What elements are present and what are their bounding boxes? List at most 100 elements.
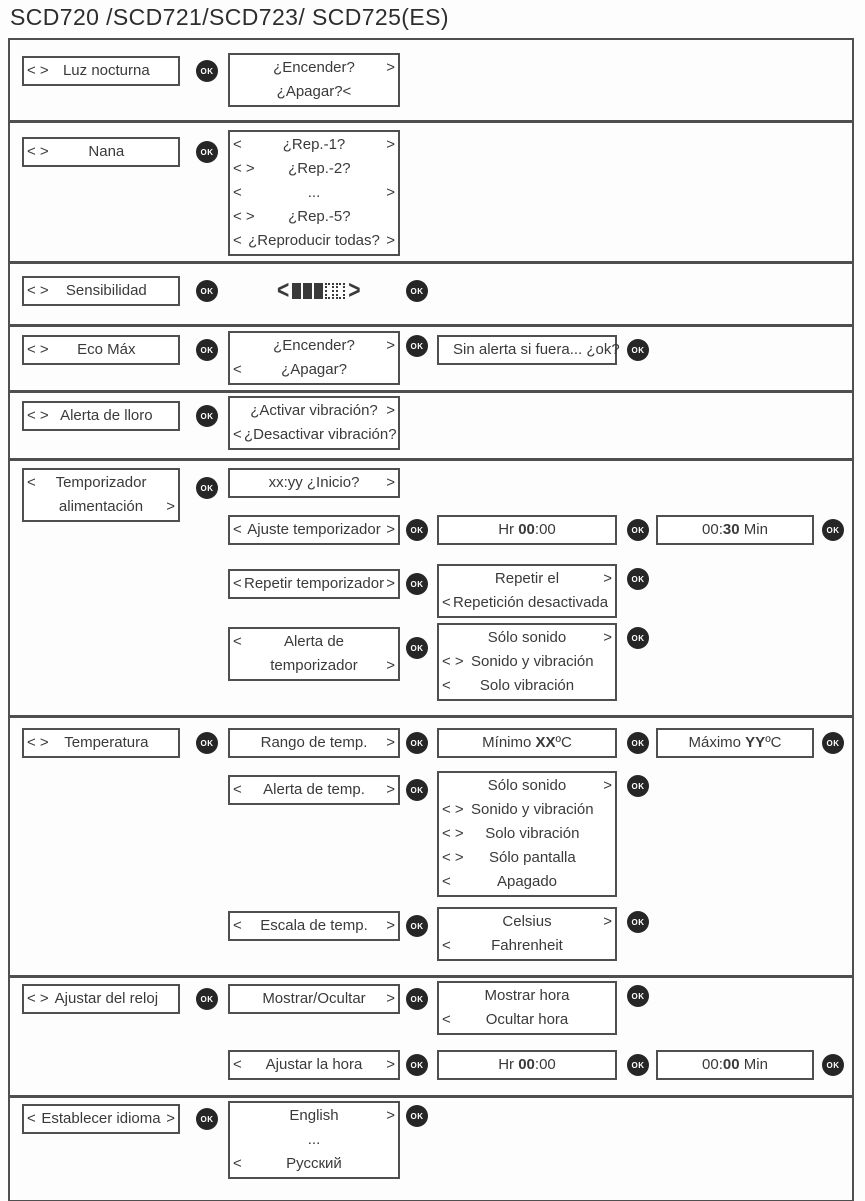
page-title: SCD720 /SCD721/SCD723/ SCD725(ES) (10, 4, 449, 30)
ok-button: OK (627, 519, 649, 541)
screen-line: < >Alerta de lloro (27, 407, 153, 424)
screen-line: < >Solo vibración (442, 825, 580, 842)
ok-button: OK (822, 519, 844, 541)
screen-line: <Ajustar la hora> (233, 1056, 395, 1073)
screen-line: < >¿Rep.-2? (233, 160, 351, 177)
screen-line: ¿Apagar?< (276, 83, 352, 100)
screen-line: <Ajuste temporizador> (233, 521, 395, 538)
row-ajustar-reloj: < >Ajustar del reloj OK Mostrar/Ocultar>… (8, 976, 854, 1097)
ok-button: OK (627, 775, 649, 797)
menu-box-nana: < >Nana (22, 137, 180, 167)
level-block-filled (292, 283, 302, 299)
row-temporizador-alimentacion: <Temporizador alimentación> OK xx:yy ¿Ini… (8, 459, 854, 717)
screen-line: <Repetición desactivada (442, 594, 609, 611)
ok-button: OK (196, 339, 218, 361)
screen-line: <¿Desactivar vibración? (233, 426, 397, 443)
screen-eco-confirm: Sin alerta si fuera... ¿ok? (437, 335, 620, 365)
screen-line: Mostrar hora (484, 987, 570, 1004)
screen-line: <Temporizador (27, 474, 147, 491)
screen-line: <Ocultar hora (442, 1011, 569, 1028)
screen-line: <Apagado (442, 873, 558, 890)
level-block-empty (325, 283, 335, 299)
screen-line: < >Ajustar del reloj (27, 990, 159, 1007)
screen-line: < >¿Rep.-5? (233, 208, 351, 225)
ok-button: OK (406, 779, 428, 801)
ok-button: OK (406, 335, 428, 357)
screen-reloj-hours: Hr 00:00 (437, 1050, 617, 1080)
screen-temp-maximo: Máximo YYºC (656, 728, 814, 758)
screen-line: Rango de temp.> (260, 734, 395, 751)
ok-button: OK (196, 60, 218, 82)
ok-button: OK (406, 1105, 428, 1127)
screen-line: Sólo sonido> (487, 777, 612, 794)
ok-button: OK (406, 732, 428, 754)
screen-line: <Establecer idioma> (27, 1110, 175, 1127)
ok-button: OK (627, 1054, 649, 1076)
ok-button: OK (406, 637, 428, 659)
right-arrow-icon: > (348, 276, 361, 305)
ok-button: OK (627, 568, 649, 590)
screen-lloro-options: ¿Activar vibración?> <¿Desactivar vibraci… (228, 396, 400, 450)
screen-timer-hours: Hr 00:00 (437, 515, 617, 545)
row-sensibilidad: < >Sensibilidad OK < > OK (8, 262, 854, 326)
screen-line: <Русский (233, 1155, 342, 1172)
row-eco-max: < >Eco Máx OK ¿Encender?><¿Apagar? OK Si… (8, 325, 854, 392)
screen-line: <Alerta de (233, 633, 345, 650)
screen-line: English> (289, 1107, 395, 1124)
screen-line: Mínimo XXºC (482, 734, 572, 751)
screen-line: <...> (233, 184, 395, 201)
menu-box-luz-nocturna: < >Luz nocturna (22, 56, 180, 86)
level-blocks (292, 283, 346, 299)
screen-line: <¿Reproducir todas?> (233, 232, 395, 249)
row-alerta-lloro: < >Alerta de lloro OK ¿Activar vibración… (8, 391, 854, 460)
screen-line: Sin alerta si fuera... ¿ok? (453, 341, 620, 358)
menu-box-establecer-idioma: <Establecer idioma> (22, 1104, 180, 1134)
row-nana: < >Nana OK <¿Rep.-1?> < >¿Rep.-2? <...> < >… (8, 121, 854, 263)
screen-line: ¿Encender?> (273, 337, 395, 354)
ok-button: OK (406, 573, 428, 595)
screen-line: 00:00 Min (702, 1056, 768, 1073)
row-temperatura: < >Temperatura OK Rango de temp.> OK Mín… (8, 716, 854, 977)
menu-box-repetir-temporizador: <Repetir temporizador> (228, 569, 400, 599)
screen-line: < >Sonido y vibración (442, 801, 594, 818)
menu-box-ajustar-hora: <Ajustar la hora> (228, 1050, 400, 1080)
ok-button: OK (406, 915, 428, 937)
menu-box-sensibilidad: < >Sensibilidad (22, 276, 180, 306)
menu-box-eco-max: < >Eco Máx (22, 335, 180, 365)
ok-button: OK (196, 477, 218, 499)
ok-button: OK (196, 988, 218, 1010)
ok-button: OK (627, 732, 649, 754)
screen-line: Hr 00:00 (498, 521, 556, 538)
screen-line: < >Nana (27, 143, 125, 160)
ok-button: OK (406, 1054, 428, 1076)
left-arrow-icon: < (277, 276, 290, 305)
screen-line: < >Sonido y vibración (442, 653, 594, 670)
screen-timer-minutes: 00:30 Min (656, 515, 814, 545)
screen-alerta-temp-options: Sólo sonido> < >Sonido y vibración < >Solo… (437, 771, 617, 897)
screen-line: alimentación> (58, 498, 175, 515)
screen-line: <Repetir temporizador> (233, 575, 396, 592)
screen-line: < >Temperatura (27, 734, 149, 751)
ok-button: OK (196, 405, 218, 427)
row-establecer-idioma: <Establecer idioma> OK English>...<Русск… (8, 1096, 854, 1201)
screen-line: Hr 00:00 (498, 1056, 556, 1073)
menu-box-alerta-lloro: < >Alerta de lloro (22, 401, 180, 431)
screen-line: temporizador> (270, 657, 395, 674)
ok-button: OK (627, 985, 649, 1007)
screen-line: < >Sensibilidad (27, 282, 147, 299)
menu-box-temporizador: <Temporizador alimentación> (22, 468, 180, 522)
screen-timer-inicio: xx:yy ¿Inicio?> (228, 468, 400, 498)
screen-escala-options: Celsius><Fahrenheit (437, 907, 617, 961)
level-block-filled (303, 283, 313, 299)
menu-box-rango-temp: Rango de temp.> (228, 728, 400, 758)
screen-line: Mostrar/Ocultar> (262, 990, 395, 1007)
ok-button: OK (196, 141, 218, 163)
ok-button: OK (406, 280, 428, 302)
screen-temp-minimo: Mínimo XXºC (437, 728, 617, 758)
ok-button: OK (406, 519, 428, 541)
screen-line: <¿Rep.-1?> (233, 136, 395, 153)
screen-mostrar-options: Mostrar hora <Ocultar hora (437, 981, 617, 1035)
ok-button: OK (822, 732, 844, 754)
screen-line: ¿Activar vibración?> (250, 402, 395, 419)
